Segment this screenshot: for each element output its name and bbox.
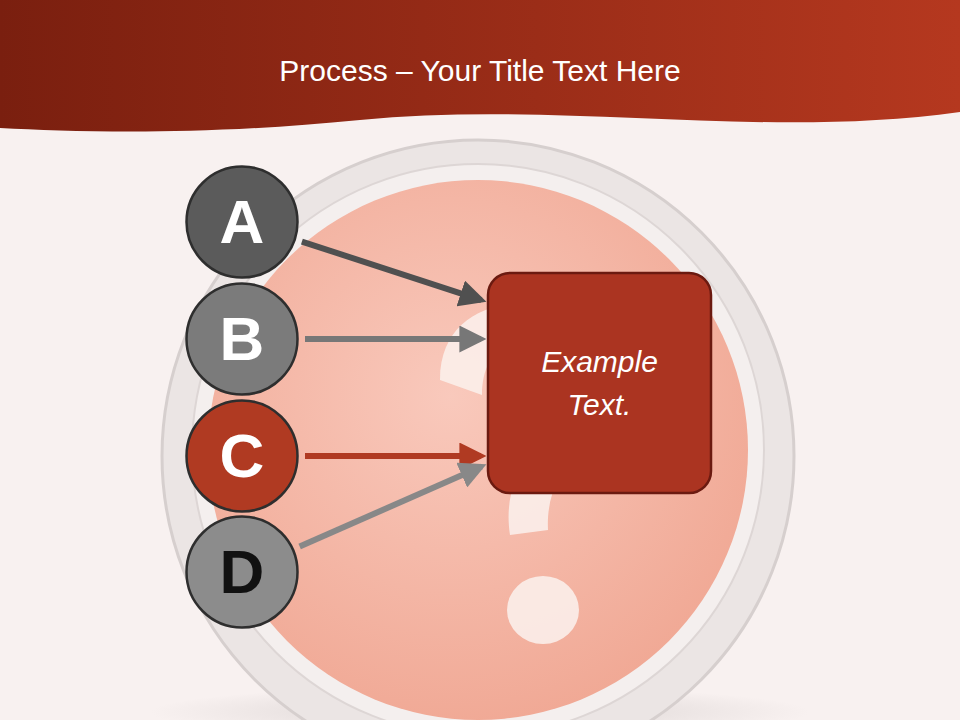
step-letter: D	[220, 541, 265, 603]
arrow-connector	[305, 453, 481, 459]
box-text: Example Text.	[520, 340, 680, 427]
box-outline	[487, 272, 712, 494]
arrow-connector	[305, 336, 481, 342]
step-circle: C	[185, 399, 299, 513]
step-circle: D	[185, 515, 299, 629]
step-circle: B	[185, 282, 299, 396]
step-letter: C	[220, 425, 265, 487]
outer-ring	[162, 140, 794, 720]
example-box: Example Text.	[487, 272, 712, 494]
arrow-connector	[302, 242, 481, 301]
step-circle: A	[185, 165, 299, 279]
slide-title: Process – Your Title Text Here	[0, 54, 960, 88]
step-letter: B	[220, 308, 265, 370]
arrow-connector	[300, 466, 482, 546]
question-dot	[507, 576, 579, 644]
header-band	[0, 0, 960, 132]
step-letter: A	[220, 191, 265, 253]
